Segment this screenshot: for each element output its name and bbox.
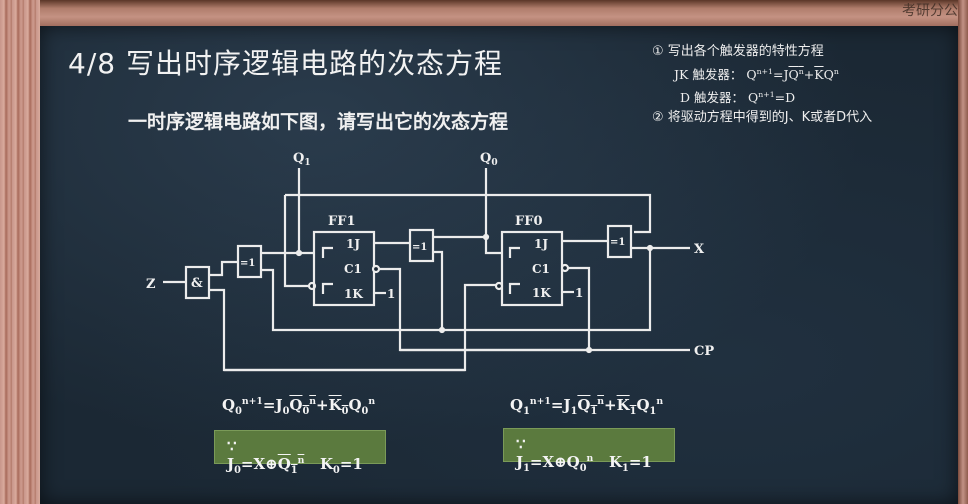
- step-1: ① 写出各个触发器的特性方程: [652, 44, 824, 59]
- label-ff1: FF1: [328, 214, 356, 229]
- problem-statement: 一时序逻辑电路如下图，请写出它的次态方程: [128, 111, 509, 133]
- xor-gate-1: [236, 244, 263, 279]
- wire-top-loop-left: [283, 195, 310, 288]
- wire-x-feedback: [261, 248, 652, 332]
- and-gate: [184, 265, 211, 300]
- jk-characteristic-eq: JK 触发器： Qn+1=JQn+KQn: [674, 67, 839, 83]
- q0-next-state-eq: Q0n+1=J0Q0n+K0Q0n: [222, 396, 376, 417]
- svg-text:C1: C1: [344, 262, 362, 276]
- board-frame-left: [0, 0, 40, 504]
- method-notes: ① 写出各个触发器的特性方程 JK 触发器： Qn+1=JQn+KQn D 触发…: [652, 42, 872, 128]
- wire-top-loop: [285, 193, 652, 234]
- svg-text:C1: C1: [532, 262, 550, 276]
- corner-watermark: 考研分公: [902, 3, 958, 19]
- svg-text:=1: =1: [610, 237, 625, 248]
- title-text: 写出时序逻辑电路的次态方程: [125, 47, 503, 80]
- and-symbol: &: [191, 276, 203, 291]
- board-frame-right: [958, 0, 968, 504]
- wire-and-xor: [209, 260, 238, 277]
- xor-gate-2: [408, 228, 435, 263]
- svg-text:1K: 1K: [344, 287, 363, 301]
- xor-gate-3: [606, 224, 633, 259]
- label-z: Z: [146, 277, 156, 292]
- svg-text:1: 1: [575, 286, 583, 300]
- board-frame-top: [0, 0, 968, 28]
- label-q1: Q1: [293, 151, 311, 168]
- page-title: 4/8 写出时序逻辑电路的次态方程: [68, 42, 503, 82]
- page-number: 4/8: [68, 47, 117, 80]
- svg-text:1K: 1K: [532, 286, 551, 300]
- step-2: ② 将驱动方程中得到的J、K或者D代入: [652, 110, 873, 126]
- label-ff0: FF0: [515, 214, 543, 229]
- svg-text:1J: 1J: [346, 237, 360, 251]
- label-cp: CP: [694, 344, 714, 359]
- label-q0: Q0: [480, 151, 498, 168]
- q1-next-state-eq: Q1n+1=J1Q1n+K1Q1n: [510, 396, 664, 417]
- svg-text:1J: 1J: [534, 237, 548, 251]
- svg-text:=1: =1: [412, 242, 427, 253]
- q1-drive-eq-box: ∵ J1=X⊕Q0n K1=1: [503, 428, 675, 474]
- d-characteristic-eq: D 触发器： Qn+1=D: [680, 90, 796, 106]
- chalkboard: [40, 26, 958, 504]
- q0-drive-eq-box: ∵ J0=X⊕Q1n K0=1: [214, 430, 386, 476]
- label-x: X: [694, 242, 705, 257]
- wire-q0: [484, 168, 502, 255]
- wire-ff1-clk: [379, 267, 590, 352]
- svg-text:=1: =1: [240, 258, 255, 269]
- svg-text:1: 1: [387, 287, 395, 301]
